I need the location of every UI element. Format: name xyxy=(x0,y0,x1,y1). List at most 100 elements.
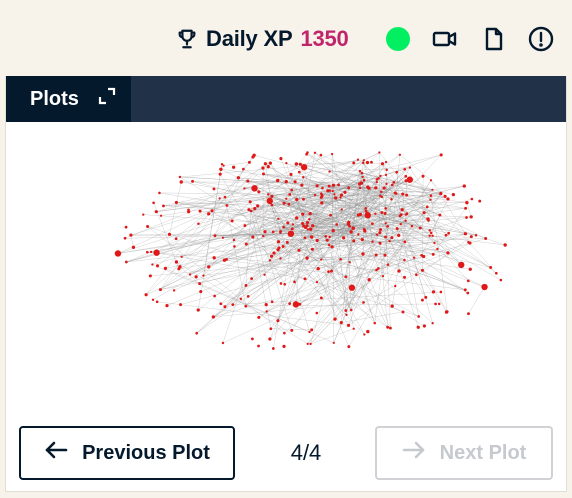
graph-node xyxy=(431,290,436,294)
graph-node xyxy=(172,289,176,292)
graph-node xyxy=(403,275,407,279)
graph-node xyxy=(384,173,388,177)
graph-node xyxy=(469,215,473,219)
graph-node xyxy=(262,172,265,176)
graph-node xyxy=(428,234,431,237)
tab-plots[interactable]: Plots xyxy=(6,76,131,122)
graph-node xyxy=(427,219,430,222)
graph-node xyxy=(269,327,273,331)
graph-node xyxy=(364,207,367,210)
graph-node xyxy=(279,257,282,260)
graph-node xyxy=(363,333,366,336)
graph-node xyxy=(285,240,289,244)
graph-node xyxy=(211,315,216,319)
graph-node xyxy=(270,194,274,198)
graph-node xyxy=(308,218,311,221)
alert-icon[interactable] xyxy=(528,26,554,52)
graph-node xyxy=(425,205,429,209)
document-icon[interactable] xyxy=(481,26,507,52)
graph-node xyxy=(339,321,343,325)
graph-node xyxy=(225,257,228,261)
previous-plot-label: Previous Plot xyxy=(82,441,210,464)
graph-node xyxy=(287,202,291,206)
graph-node xyxy=(467,240,470,244)
graph-node xyxy=(248,200,252,204)
graph-node xyxy=(328,235,331,239)
graph-node xyxy=(339,257,342,261)
graph-node xyxy=(179,180,183,184)
graph-node xyxy=(357,233,360,236)
graph-node xyxy=(392,181,396,184)
previous-plot-button[interactable]: Previous Plot xyxy=(19,426,235,480)
graph-node xyxy=(324,235,328,238)
graph-node xyxy=(373,321,376,325)
graph-node xyxy=(384,207,388,210)
graph-node xyxy=(320,258,323,261)
graph-node xyxy=(431,322,434,325)
top-bar: Daily XP 1350 xyxy=(0,0,572,76)
expand-icon[interactable] xyxy=(97,86,117,112)
graph-node xyxy=(306,228,310,231)
graph-node xyxy=(297,248,301,252)
graph-node xyxy=(310,247,314,251)
graph-node xyxy=(421,174,425,178)
graph-node xyxy=(298,302,302,306)
graph-node xyxy=(468,267,472,271)
graph-node xyxy=(220,163,224,166)
graph-node xyxy=(329,213,332,217)
status-indicator xyxy=(386,27,410,51)
next-plot-button[interactable]: Next Plot xyxy=(375,426,553,480)
graph-node xyxy=(123,236,127,240)
graph-node xyxy=(331,228,335,233)
graph-node xyxy=(158,288,162,292)
graph-node xyxy=(431,188,434,191)
graph-node xyxy=(374,212,377,215)
graph-node xyxy=(467,312,470,316)
graph-node xyxy=(439,290,443,294)
graph-node xyxy=(397,233,401,237)
graph-node xyxy=(191,179,194,183)
graph-node xyxy=(361,175,364,179)
graph-node xyxy=(244,284,248,287)
graph-node xyxy=(198,209,202,213)
graph-node xyxy=(406,176,413,183)
graph-node xyxy=(356,158,360,161)
graph-node xyxy=(439,191,443,196)
graph-node xyxy=(308,227,313,231)
graph-node xyxy=(330,245,334,249)
graph-node xyxy=(196,308,200,312)
graph-node xyxy=(458,261,465,269)
graph-node xyxy=(343,190,347,194)
graph-node xyxy=(252,153,256,157)
graph-node xyxy=(403,167,407,171)
graph-node xyxy=(362,159,365,162)
graph-node xyxy=(377,267,380,270)
arrow-right-icon xyxy=(402,440,426,466)
graph-node xyxy=(466,279,470,283)
graph-node xyxy=(244,304,248,308)
graph-node xyxy=(286,221,290,225)
graph-node xyxy=(177,267,181,271)
graph-node xyxy=(151,298,155,301)
graph-node xyxy=(264,303,268,307)
graph-node xyxy=(344,275,348,278)
graph-node xyxy=(165,304,169,308)
video-icon[interactable] xyxy=(432,26,458,52)
graph-node xyxy=(305,220,309,225)
graph-node xyxy=(433,241,436,245)
graph-node xyxy=(422,324,426,328)
graph-node xyxy=(429,198,432,201)
graph-node xyxy=(155,264,160,268)
graph-node xyxy=(404,213,408,216)
graph-node xyxy=(247,208,251,212)
graph-node xyxy=(465,200,469,205)
graph-node xyxy=(428,229,432,232)
graph-node xyxy=(377,177,380,180)
graph-node xyxy=(438,213,442,217)
graph-node xyxy=(261,166,265,170)
graph-node xyxy=(367,186,371,190)
graph-node xyxy=(292,301,300,308)
graph-node xyxy=(469,235,473,239)
graph-node xyxy=(347,345,351,349)
graph-node xyxy=(285,197,288,200)
